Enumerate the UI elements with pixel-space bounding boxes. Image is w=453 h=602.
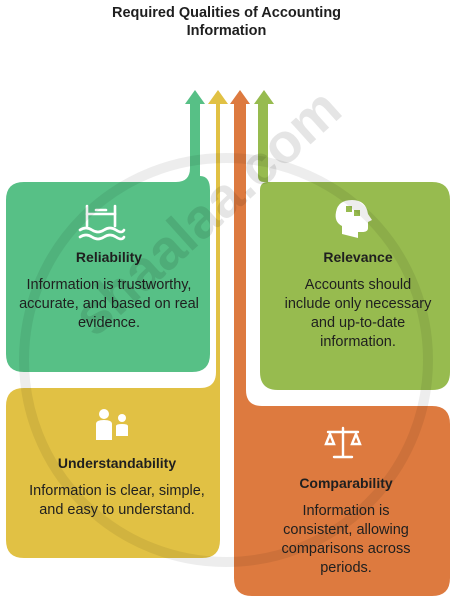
understandability-desc: Information is clear, simple, and easy t…	[29, 483, 205, 518]
reliability-title: Reliability	[75, 249, 143, 265]
reliability-card: Reliability Information is trustworthy, …	[14, 249, 204, 333]
relevance-title: Relevance	[323, 249, 393, 265]
comparability-card: Comparability Information is consistent,…	[266, 475, 426, 578]
scales-icon	[324, 426, 362, 459]
reliability-shape	[6, 90, 210, 372]
reliability-desc: Information is trustworthy, accurate, an…	[19, 277, 199, 331]
understandability-card: Understandability Information is clear, …	[22, 455, 212, 520]
comparability-shape	[230, 90, 450, 596]
title-line-2: Information	[186, 23, 267, 39]
comparability-desc: Information is consistent, allowing comp…	[281, 503, 411, 576]
understandability-title: Understandability	[57, 455, 177, 471]
people-icon	[96, 409, 128, 440]
understandability-shape	[6, 90, 228, 558]
diagram-title: Required Qualities of Accounting Informa…	[0, 4, 453, 40]
comparability-title: Comparability	[299, 475, 393, 491]
head-puzzle-icon	[335, 200, 372, 238]
relevance-card: Relevance Accounts should include only n…	[284, 249, 432, 352]
watermark-circle	[19, 153, 433, 567]
relevance-desc: Accounts should include only necessary a…	[284, 277, 432, 350]
relevance-shape	[254, 90, 450, 390]
title-line-1: Required Qualities of Accounting	[111, 5, 342, 21]
castle-icon	[78, 204, 126, 241]
